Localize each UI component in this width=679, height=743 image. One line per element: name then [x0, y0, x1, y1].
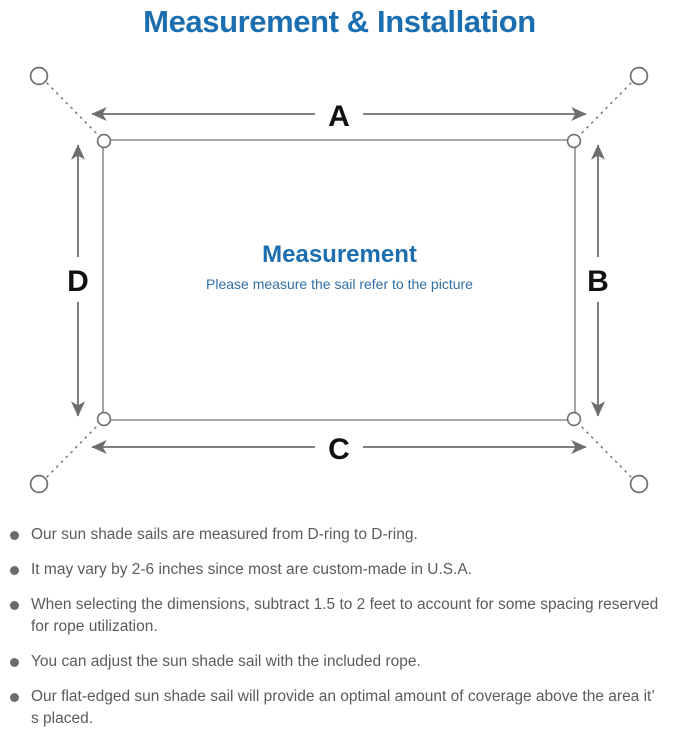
note-text: Our flat-edged sun shade sail will provi… [31, 688, 655, 727]
note-text: When selecting the dimensions, subtract … [31, 596, 659, 635]
dimension-label-c: C [328, 433, 350, 466]
rope-top-left [45, 81, 102, 139]
d-ring-top-right [566, 133, 582, 149]
anchor-ring-top-left [29, 66, 49, 86]
list-item: You can adjust the sun shade sail with t… [0, 651, 679, 673]
anchor-ring-bottom-right [629, 474, 649, 494]
list-item: When selecting the dimensions, subtract … [0, 594, 679, 638]
rope-top-right [576, 81, 633, 139]
list-item: Our flat-edged sun shade sail will provi… [0, 686, 679, 730]
bullet-icon [10, 601, 19, 610]
page-title: Measurement & Installation [143, 4, 536, 39]
page-title-container: Measurement & Installation [0, 0, 679, 44]
dimension-label-d: D [67, 265, 89, 298]
dimension-label-a: A [328, 100, 350, 133]
anchor-ring-bottom-left [29, 474, 49, 494]
dimension-label-b: B [587, 265, 609, 298]
d-ring-top-left [96, 133, 112, 149]
bullet-icon [10, 658, 19, 667]
note-text: Our sun shade sails are measured from D-… [31, 526, 418, 543]
rope-bottom-left [45, 421, 102, 479]
anchor-ring-top-right [629, 66, 649, 86]
rope-bottom-right [576, 421, 633, 479]
bullet-icon [10, 531, 19, 540]
d-ring-bottom-right [566, 411, 582, 427]
d-ring-bottom-left [96, 411, 112, 427]
note-text: You can adjust the sun shade sail with t… [31, 653, 421, 670]
bullet-icon [10, 693, 19, 702]
list-item: It may vary by 2-6 inches since most are… [0, 559, 679, 581]
note-text: It may vary by 2-6 inches since most are… [31, 561, 473, 578]
d-rings [96, 133, 582, 427]
list-item: Our sun shade sails are measured from D-… [0, 524, 679, 546]
bullet-icon [10, 566, 19, 575]
measurement-diagram: A C D B Measurement Please measure the s… [0, 44, 679, 522]
anchor-rings [29, 66, 649, 494]
sail-rectangle [102, 139, 576, 421]
notes-list: Our sun shade sails are measured from D-… [0, 524, 679, 743]
